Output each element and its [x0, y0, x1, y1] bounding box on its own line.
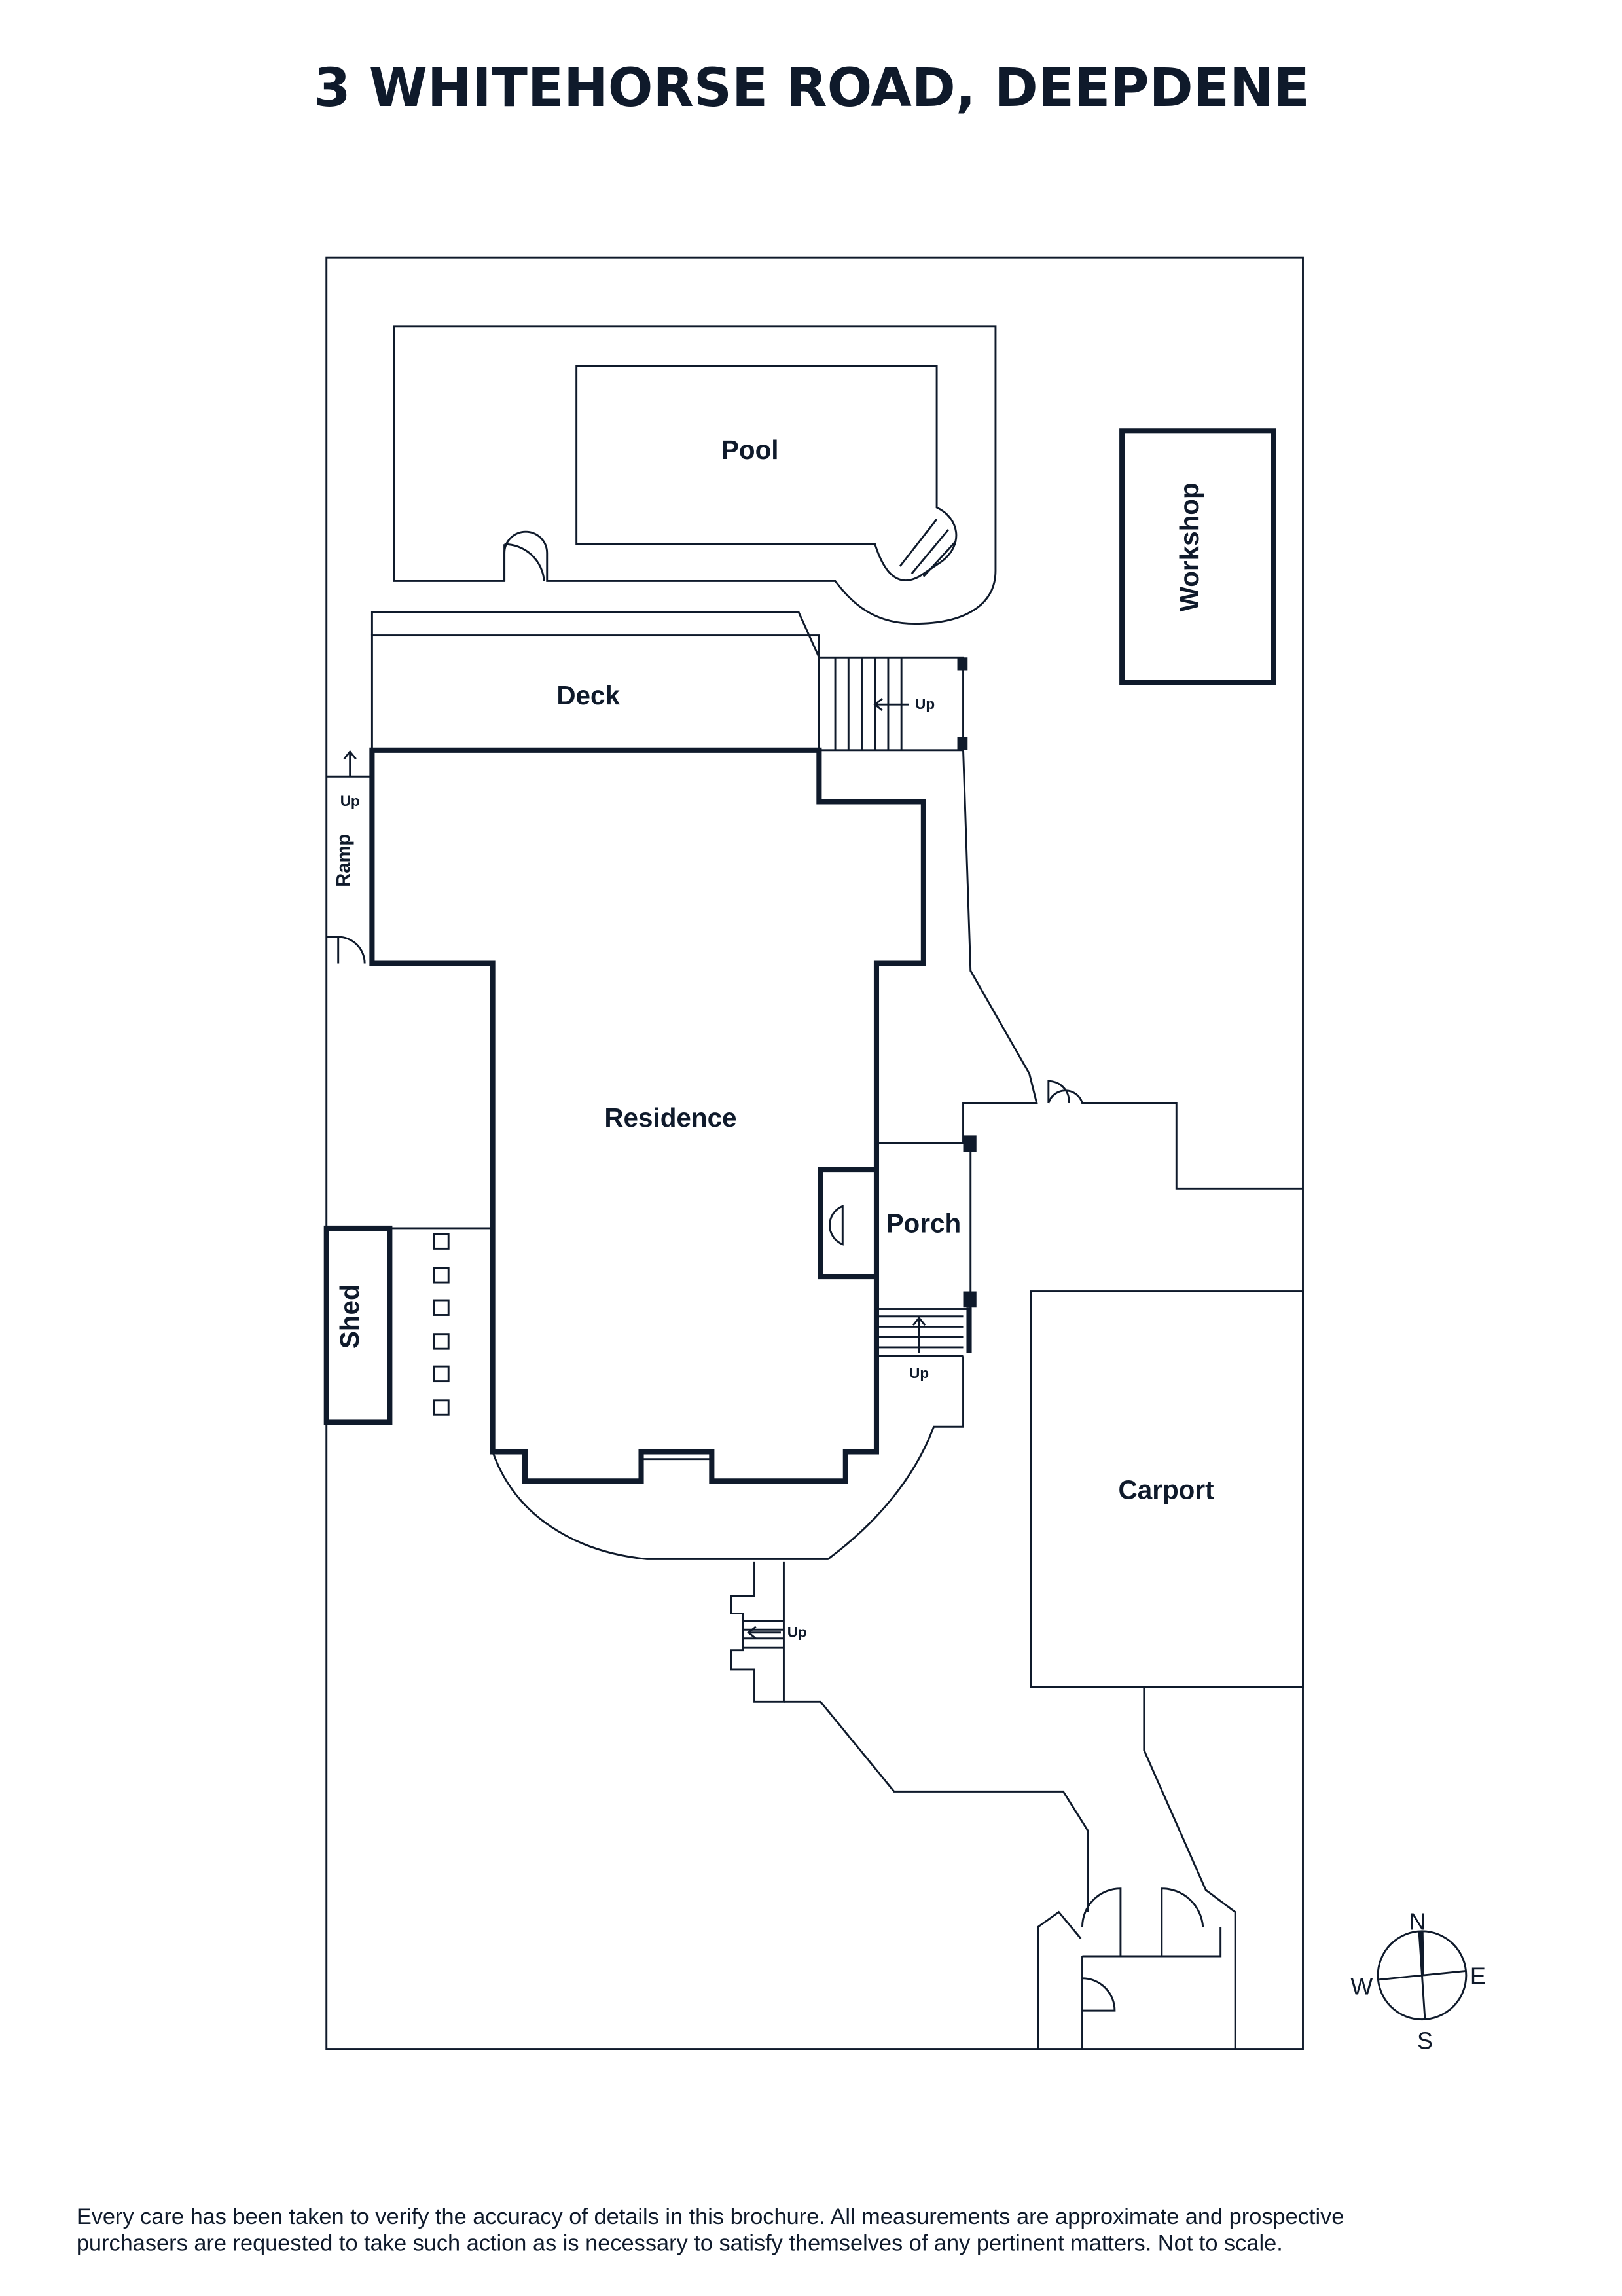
- rear-path: [784, 1686, 1236, 2049]
- up-label: Up: [340, 793, 360, 809]
- pool-label: Pool: [721, 435, 779, 465]
- front-gates: [1081, 1887, 1222, 2049]
- up-arrow: [343, 750, 357, 777]
- side-path: [962, 750, 1303, 1190]
- up-label: Up: [787, 1624, 807, 1640]
- carport: [1030, 1290, 1304, 1688]
- ramp-label: Ramp: [334, 834, 355, 887]
- post: [963, 1291, 977, 1308]
- compass-n: N: [1409, 1908, 1426, 1935]
- post: [957, 657, 968, 671]
- gate: [1047, 1080, 1070, 1104]
- porch-label: Porch: [886, 1209, 962, 1239]
- carport-label: Carport: [1119, 1474, 1214, 1504]
- porch: [875, 1142, 972, 1310]
- garden-bed: [492, 1356, 964, 1560]
- compass: N E S W: [1350, 1908, 1485, 2054]
- compass-e: E: [1470, 1963, 1486, 1990]
- deck-stairs: [818, 656, 964, 752]
- lot-boundary: [325, 256, 1304, 2050]
- residence-label: Residence: [604, 1102, 736, 1133]
- up-label: Up: [909, 1365, 929, 1381]
- deck-label: Deck: [556, 680, 620, 710]
- shed: [323, 1225, 393, 1425]
- page-title: 3 WHITEHORSE ROAD, DEEPDENE: [314, 58, 1310, 119]
- workshop-label: Workshop: [1174, 483, 1204, 611]
- workshop: [1119, 428, 1276, 685]
- pool-gate: [503, 543, 545, 581]
- disclaimer-line-2: purchasers are requested to take such ac…: [77, 2231, 1283, 2255]
- post: [957, 737, 968, 750]
- up-arrow: [747, 1626, 781, 1639]
- up-arrow: [873, 698, 909, 712]
- up-label: Up: [915, 696, 935, 712]
- rear-steps: [730, 1561, 785, 1703]
- pool: [575, 365, 958, 581]
- post: [963, 1135, 977, 1152]
- door: [829, 1205, 844, 1246]
- pool-steps: [899, 519, 957, 577]
- compass-w: W: [1350, 1973, 1373, 1999]
- pavers: [433, 1233, 450, 1416]
- pool-surround: [393, 325, 997, 625]
- shed-label: Shed: [334, 1284, 365, 1349]
- up-arrow: [912, 1316, 926, 1353]
- porch-bay: [818, 1167, 876, 1280]
- compass-s: S: [1417, 2028, 1433, 2054]
- residence-outline: [369, 747, 926, 1484]
- disclaimer-line-1: Every care has been taken to verify the …: [77, 2204, 1344, 2229]
